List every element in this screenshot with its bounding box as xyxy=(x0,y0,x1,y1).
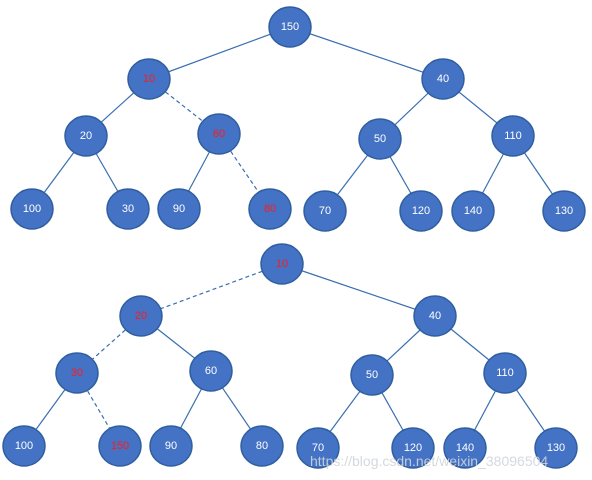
tree-edge xyxy=(148,26,291,80)
tree-node: 60 xyxy=(189,350,233,392)
node-label: 130 xyxy=(547,442,565,454)
node-circle xyxy=(197,113,241,155)
tree-node: 100 xyxy=(10,188,54,230)
tree-node: 110 xyxy=(483,352,527,394)
tree-node: 140 xyxy=(443,427,487,469)
node-label: 50 xyxy=(374,133,386,145)
node-label: 10 xyxy=(276,258,288,270)
node-circle xyxy=(350,354,394,396)
node-label: 100 xyxy=(15,440,33,452)
watermark-text: https://blog.csdn.net/weixin_38096504 xyxy=(310,453,548,469)
node-label: 120 xyxy=(404,442,422,454)
node-label: 90 xyxy=(173,203,185,215)
tree-node: 50 xyxy=(350,354,394,396)
node-label: 60 xyxy=(205,365,217,377)
node-circle xyxy=(451,190,495,232)
node-label: 120 xyxy=(412,205,430,217)
node-label: 90 xyxy=(165,440,177,452)
node-label: 130 xyxy=(555,205,573,217)
node-label: 140 xyxy=(464,205,482,217)
node-circle xyxy=(268,6,312,48)
node-circle xyxy=(127,58,171,100)
tree-node: 130 xyxy=(534,427,578,469)
node-circle xyxy=(391,427,435,469)
tree-node: 90 xyxy=(157,188,201,230)
node-label: 70 xyxy=(319,205,331,217)
nodes-layer: 150 10 40 20 60 50 110 100 30 90 80 70 120 140 130 10 20… xyxy=(2,6,586,469)
tree-node: 10 xyxy=(127,58,171,100)
node-circle xyxy=(491,115,535,157)
tree-node: 60 xyxy=(197,113,241,155)
tree-node: 120 xyxy=(399,190,443,232)
node-circle xyxy=(119,295,163,337)
node-circle xyxy=(64,115,108,157)
tree-node: 120 xyxy=(391,427,435,469)
node-label: 110 xyxy=(504,130,522,142)
tree-node: 100 xyxy=(2,425,46,467)
node-label: 80 xyxy=(264,203,276,215)
node-circle xyxy=(443,427,487,469)
node-label: 40 xyxy=(437,73,449,85)
node-circle xyxy=(296,427,340,469)
tree-node: 80 xyxy=(248,188,292,230)
tree-node: 110 xyxy=(491,115,535,157)
tree-node: 40 xyxy=(413,295,457,337)
tree-node: 70 xyxy=(303,190,347,232)
node-label: 20 xyxy=(80,130,92,142)
tree-node: 150 xyxy=(98,425,142,467)
node-circle xyxy=(240,425,284,467)
node-label: 40 xyxy=(429,310,441,322)
tree-node: 40 xyxy=(421,58,465,100)
node-circle xyxy=(483,352,527,394)
tree-node: 50 xyxy=(358,118,402,160)
node-label: 100 xyxy=(23,203,41,215)
node-label: 10 xyxy=(143,73,155,85)
node-circle xyxy=(10,188,54,230)
node-circle xyxy=(157,188,201,230)
tree-edge xyxy=(289,26,444,80)
tree-node: 20 xyxy=(64,115,108,157)
node-circle xyxy=(421,58,465,100)
tree-edge xyxy=(140,263,283,317)
node-circle xyxy=(55,352,99,394)
node-label: 80 xyxy=(256,440,268,452)
node-label: 30 xyxy=(71,367,83,379)
node-circle xyxy=(399,190,443,232)
tree-node: 30 xyxy=(106,188,150,230)
tree-node: 30 xyxy=(55,352,99,394)
node-label: 30 xyxy=(122,203,134,215)
node-circle xyxy=(2,425,46,467)
node-circle xyxy=(149,425,193,467)
node-circle xyxy=(542,190,586,232)
tree-node: 70 xyxy=(296,427,340,469)
node-circle xyxy=(260,243,304,285)
node-label: 20 xyxy=(135,310,147,322)
tree-node: 90 xyxy=(149,425,193,467)
node-label: 60 xyxy=(213,128,225,140)
node-circle xyxy=(106,188,150,230)
node-label: 50 xyxy=(366,369,378,381)
tree-node: 20 xyxy=(119,295,163,337)
tree-node: 10 xyxy=(260,243,304,285)
edges-layer xyxy=(23,26,565,449)
node-circle xyxy=(248,188,292,230)
node-label: 150 xyxy=(281,21,299,33)
node-circle xyxy=(534,427,578,469)
tree-node: 140 xyxy=(451,190,495,232)
node-circle xyxy=(358,118,402,160)
tree-node: 80 xyxy=(240,425,284,467)
node-circle xyxy=(189,350,233,392)
node-circle xyxy=(303,190,347,232)
node-circle xyxy=(98,425,142,467)
node-label: 150 xyxy=(111,440,129,452)
tree-node: 150 xyxy=(268,6,312,48)
tree-node: 130 xyxy=(542,190,586,232)
node-label: 70 xyxy=(312,442,324,454)
node-label: 110 xyxy=(496,367,514,379)
node-circle xyxy=(413,295,457,337)
tree-edge xyxy=(281,263,436,317)
node-label: 140 xyxy=(456,442,474,454)
